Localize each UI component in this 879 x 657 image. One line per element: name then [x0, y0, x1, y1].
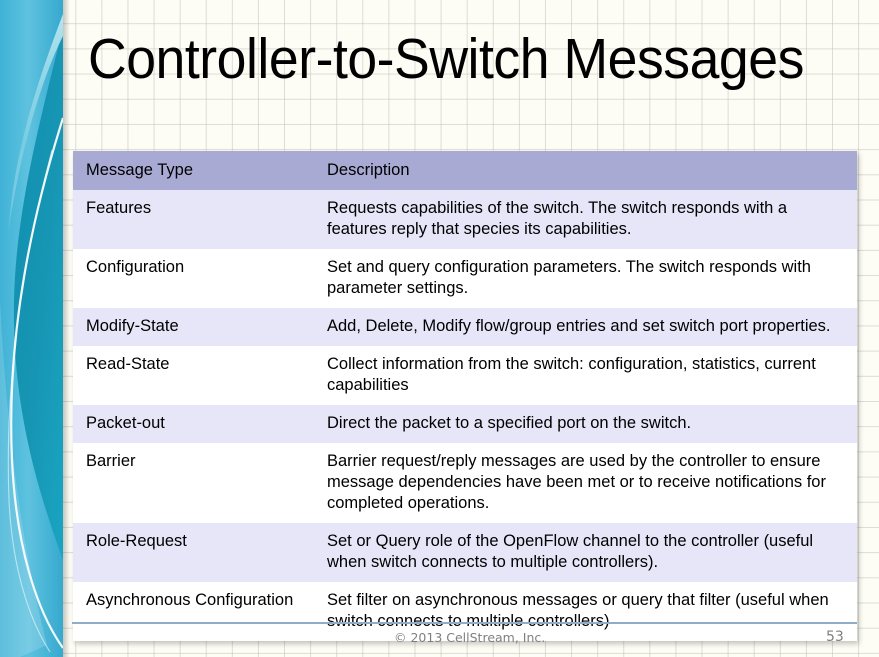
controller-to-switch-message-table: Message Type Description Features Reques…: [73, 151, 857, 641]
cell-message-type: Role-Request: [73, 523, 320, 582]
table-row: Packet-out Direct the packet to a specif…: [73, 405, 857, 443]
cell-message-type: Modify-State: [73, 308, 320, 346]
cell-message-type: Barrier: [73, 443, 320, 523]
message-table-container: Message Type Description Features Reques…: [73, 151, 857, 641]
table-header: Message Type Description: [73, 151, 857, 190]
table-body: Features Requests capabilities of the sw…: [73, 190, 857, 641]
column-header-message-type: Message Type: [73, 151, 320, 190]
cell-message-type: Configuration: [73, 249, 320, 308]
cell-description: Set or Query role of the OpenFlow channe…: [320, 523, 857, 582]
table-header-row: Message Type Description: [73, 151, 857, 190]
cell-message-type: Read-State: [73, 346, 320, 405]
cell-description: Collect information from the switch: con…: [320, 346, 857, 405]
cell-description: Direct the packet to a specified port on…: [320, 405, 857, 443]
cell-description: Barrier request/reply messages are used …: [320, 443, 857, 523]
page-title: Controller-to-Switch Messages: [88, 27, 804, 91]
cell-description: Set filter on asynchronous messages or q…: [320, 582, 857, 641]
footer-copyright: © 2013 CellStream, Inc.: [394, 630, 546, 645]
cell-message-type: Features: [73, 190, 320, 249]
table-row: Barrier Barrier request/reply messages a…: [73, 443, 857, 523]
cell-description: Requests capabilities of the switch. The…: [320, 190, 857, 249]
cell-message-type: Packet-out: [73, 405, 320, 443]
table-row: Modify-State Add, Delete, Modify flow/gr…: [73, 308, 857, 346]
cell-description: Add, Delete, Modify flow/group entries a…: [320, 308, 857, 346]
page-number: 53: [826, 629, 844, 645]
table-row: Asynchronous Configuration Set filter on…: [73, 582, 857, 641]
table-row: Role-Request Set or Query role of the Op…: [73, 523, 857, 582]
table-row: Read-State Collect information from the …: [73, 346, 857, 405]
decorative-sidebar-graphic: [0, 0, 63, 657]
footer-divider: [72, 622, 857, 624]
cell-description: Set and query configuration parameters. …: [320, 249, 857, 308]
cell-message-type: Asynchronous Configuration: [73, 582, 320, 641]
sidebar-edge-shadow: [63, 0, 70, 657]
table-row: Configuration Set and query configuratio…: [73, 249, 857, 308]
column-header-description: Description: [320, 151, 857, 190]
table-row: Features Requests capabilities of the sw…: [73, 190, 857, 249]
